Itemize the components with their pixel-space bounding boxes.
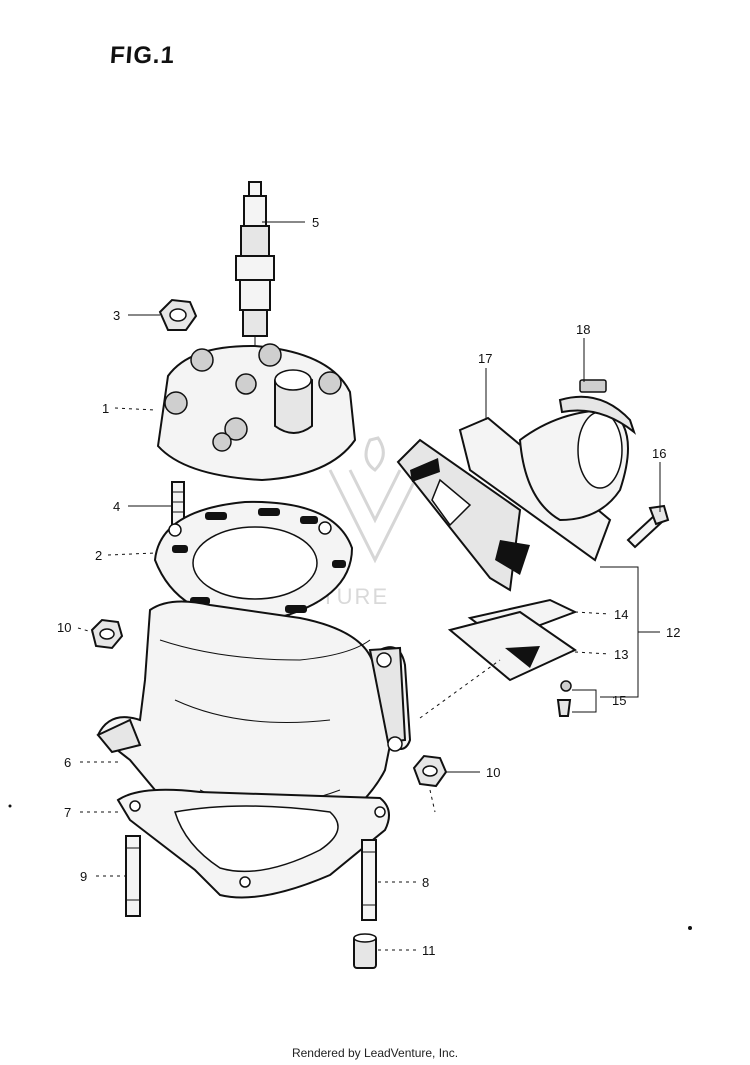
callout-5: 5: [312, 215, 319, 230]
leader-14: [574, 611, 611, 615]
head-nut: [158, 298, 198, 331]
spark-plug: [235, 181, 275, 345]
stud-bolt-left: [125, 835, 141, 917]
leader-13: [574, 651, 611, 655]
callout-6: 6: [64, 755, 71, 770]
leader-2: [107, 552, 156, 556]
dowel-pin: [353, 933, 377, 969]
base-gasket: [116, 788, 390, 899]
callout-1: 1: [102, 401, 109, 416]
callout-17: 17: [478, 351, 492, 366]
reed-screws: [556, 680, 572, 717]
leader-1: [114, 407, 156, 411]
stud-bolt-right: [361, 839, 377, 921]
leader-10a: [77, 627, 93, 633]
callout-8: 8: [422, 875, 429, 890]
callout-13: 13: [614, 647, 628, 662]
reed-valve-assembly: [396, 379, 670, 719]
callout-7: 7: [64, 805, 71, 820]
callout-16: 16: [652, 446, 666, 461]
callout-9: 9: [80, 869, 87, 884]
callout-10-left: 10: [57, 620, 71, 635]
footer-credit: Rendered by LeadVenture, Inc.: [291, 1046, 459, 1060]
callout-4: 4: [113, 499, 120, 514]
speck: [8, 804, 12, 808]
cylinder-nut-right: [412, 754, 448, 813]
callout-11: 11: [422, 943, 436, 958]
callout-12: 12: [666, 625, 680, 640]
callout-2: 2: [95, 548, 102, 563]
callout-10-right: 10: [486, 765, 500, 780]
callout-14: 14: [614, 607, 628, 622]
speck: [688, 926, 692, 930]
intake-screw: [626, 504, 670, 549]
callout-18: 18: [576, 322, 590, 337]
cylinder-nut-left: [90, 618, 124, 650]
callout-15: 15: [612, 693, 626, 708]
callout-3: 3: [113, 308, 120, 323]
leader-15: [572, 689, 597, 713]
cylinder-head: [156, 343, 357, 482]
bracket-12: [600, 566, 660, 698]
